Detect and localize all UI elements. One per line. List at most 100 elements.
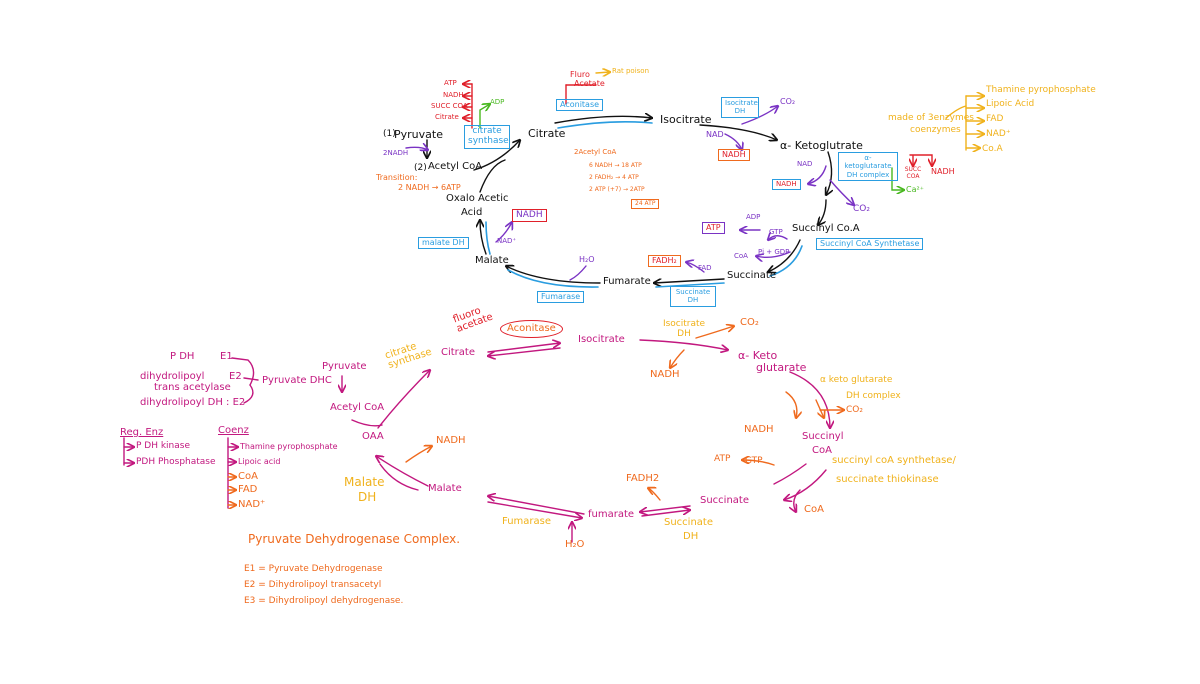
succ-coa-inhibitor: SUCC COA	[431, 102, 468, 110]
calcium-activator: Ca²⁺	[906, 185, 924, 194]
q1-label: (1)	[383, 129, 396, 139]
gtp-top: GTP	[769, 228, 783, 236]
pdh-phosphatase-label: PDH Phosphatase	[136, 457, 216, 467]
nadh-inhibitor: NADH	[443, 91, 464, 99]
akg-complex-box: α-ketoglutarate DH complex	[838, 152, 898, 182]
nad-top-2: NAD	[797, 160, 813, 168]
atp-box: ATP	[702, 222, 725, 234]
isocitrate-top: Isocitrate	[660, 113, 712, 126]
acetyl-coa-bottom: Acetyl CoA	[330, 402, 385, 413]
fadh2-bottom: FADH2	[626, 473, 660, 484]
acetyl-coa-top: Acetyl CoA	[428, 161, 483, 172]
succinyl-coa-synthetase-box: Succinyl CoA Synthetase	[816, 238, 924, 250]
succinate-dh-bottom-1: Succinate	[664, 517, 713, 528]
e1-label: E1	[220, 351, 233, 362]
nadh-box-1: NADH	[718, 149, 750, 161]
pi-gdp-top: Pi + GDP	[758, 248, 790, 256]
dihydrolipoyl-label: dihydrolipoyl	[140, 371, 205, 382]
citrate-top: Citrate	[528, 127, 566, 140]
h2o-top: H₂O	[579, 255, 595, 264]
thiamine-bottom: Thamine pyrophosphate	[240, 442, 338, 451]
aconitase-bottom: Aconitase	[500, 320, 563, 338]
nad-plus-malate: NAD⁺	[497, 237, 517, 245]
co2-bottom-1: CO₂	[740, 317, 759, 328]
succinate-dh-box: Succinate DH	[670, 286, 716, 307]
e2-definition: E2 = Dihydrolipoyl transacetyl	[244, 580, 382, 590]
adp-top: ADP	[746, 213, 761, 221]
atp-bottom: ATP	[714, 454, 731, 464]
oaa-line2: Acid	[461, 207, 483, 218]
fad-bottom: FAD	[238, 484, 258, 495]
pdh-kinase-label: P DH kinase	[136, 441, 191, 451]
fadh2-box: FADH₂	[648, 255, 681, 267]
malate-bottom: Malate	[428, 483, 462, 494]
aconitase-box: Aconitase	[556, 99, 604, 111]
dihydrolipoyl-dh-label: dihydrolipoyl DH : E2	[140, 397, 246, 408]
gtp-bottom: GTP	[745, 456, 763, 466]
fumarate-bottom: fumarate	[588, 509, 635, 520]
nadh-bottom-2: NADH	[744, 424, 774, 435]
transition-label: Transition:	[376, 173, 418, 182]
coa-bottom: CoA	[804, 504, 824, 515]
akg-bottom-1: α- Keto	[738, 349, 778, 362]
nadh-bottom-3: NADH	[436, 435, 466, 446]
adp-activator: ADP	[490, 98, 505, 106]
co2-top-2: CO₂	[853, 204, 870, 214]
succinyl-coa-bottom-1: Succinyl	[802, 431, 844, 442]
rat-poison-label: Rat poison	[612, 67, 650, 75]
fad-top: FAD	[986, 114, 1004, 124]
pdh-label: P DH	[170, 351, 195, 362]
nadh-box-3: NADH	[512, 209, 547, 222]
nadh-inhibitor-2: NADH	[931, 167, 955, 176]
nadh-bottom-1: NADH	[650, 369, 680, 380]
fumarase-box: Fumarase	[537, 291, 585, 303]
succinyl-coa-bottom-2: CoA	[812, 445, 832, 456]
oaa-line1: Oxalo Acetic	[446, 193, 509, 204]
fluro-label: Fluro	[570, 70, 590, 79]
atp-inhibitor: ATP	[444, 79, 457, 87]
akg-complex-bottom-2: DH complex	[846, 391, 901, 401]
transition-equation: 2 NADH → 6ATP	[398, 183, 461, 192]
succinyl-coa-top: Succinyl Co.A	[792, 223, 860, 234]
nadh-box-2: NADH	[772, 179, 801, 190]
succinate-bottom: Succinate	[700, 495, 749, 506]
summary-atp: 2 ATP (+7) → 2ATP	[589, 186, 645, 193]
akg-top: α- Ketoglutrate	[780, 139, 863, 152]
nad-bottom: NAD⁺	[238, 499, 266, 510]
pyruvate-top: Pyruvate	[394, 128, 443, 141]
e2-label: E2	[229, 371, 242, 382]
akg-bottom-2: glutarate	[756, 361, 807, 374]
isocitrate-dh-box: Isocitrate DH	[721, 97, 759, 118]
e1-definition: E1 = Pyruvate Dehydrogenase	[244, 564, 383, 574]
citrate-inhibitor: Citrate	[435, 113, 459, 121]
fumarase-bottom: Fumarase	[502, 516, 552, 527]
akg-complex-bottom-1: α keto glutarate	[820, 375, 893, 385]
malate-dh-box: malate DH	[418, 237, 469, 249]
succinate-top: Succinate	[727, 270, 776, 281]
lipoic-top: Lipoic Acid	[986, 99, 1035, 109]
isocitrate-dh-bottom: Isocitrate DH	[662, 319, 706, 339]
pdc-title: Pyruvate Dehydrogenase Complex.	[248, 532, 461, 546]
citrate-synthase-box: citrate synthase	[464, 125, 510, 149]
summary-total-box: 24 ATP	[631, 199, 660, 209]
nad-top-1: NAD	[706, 130, 724, 139]
coenzymes-label: coenzymes	[910, 125, 961, 135]
oaa-bottom: OAA	[362, 431, 384, 442]
e3-definition: E3 = Dihydrolipoyl dehydrogenase.	[244, 596, 404, 606]
citrate-bottom: Citrate	[441, 347, 475, 358]
summary-fadh: 2 FADH₂ → 4 ATP	[589, 174, 639, 181]
isocitrate-bottom: Isocitrate	[578, 334, 625, 345]
q2-label: (2)	[414, 163, 427, 173]
nad-plus-top: NAD⁺	[986, 129, 1011, 139]
trans-acetylase-label: trans acetylase	[154, 382, 231, 393]
fumarate-top: Fumarate	[603, 276, 651, 287]
succinate-dh-bottom-2: DH	[683, 531, 699, 542]
malate-top: Malate	[475, 255, 509, 266]
thiamine-top: Thamine pyrophosphate	[986, 85, 1096, 95]
coa-coenzyme-top: Co.A	[982, 144, 1003, 154]
fad-top-2: FAD	[698, 264, 712, 272]
two-nadh: 2NADH	[383, 149, 409, 157]
lipoic-bottom: Lipoic acid	[238, 457, 281, 466]
